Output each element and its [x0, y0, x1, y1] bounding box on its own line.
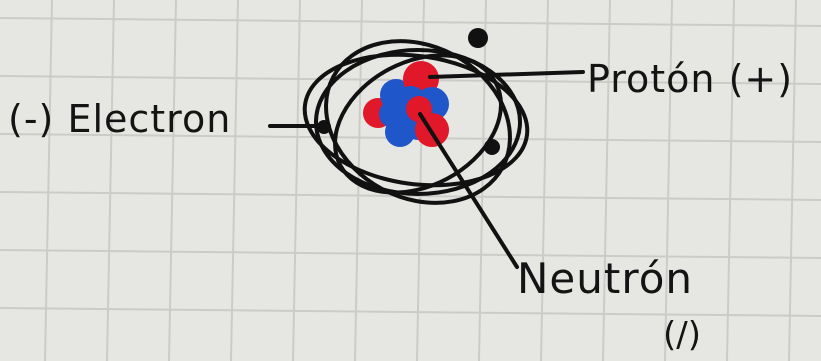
leader-lines: [268, 70, 585, 269]
proton-label: Protón (+): [587, 57, 794, 101]
orbit-rings: [302, 39, 530, 205]
nucleus: [363, 61, 449, 147]
electrons: [317, 28, 500, 155]
neutron-label: Neutrón: [517, 254, 694, 303]
neutron-charge-label: (/): [663, 315, 701, 355]
electron-label: (-) Electron: [8, 97, 232, 141]
